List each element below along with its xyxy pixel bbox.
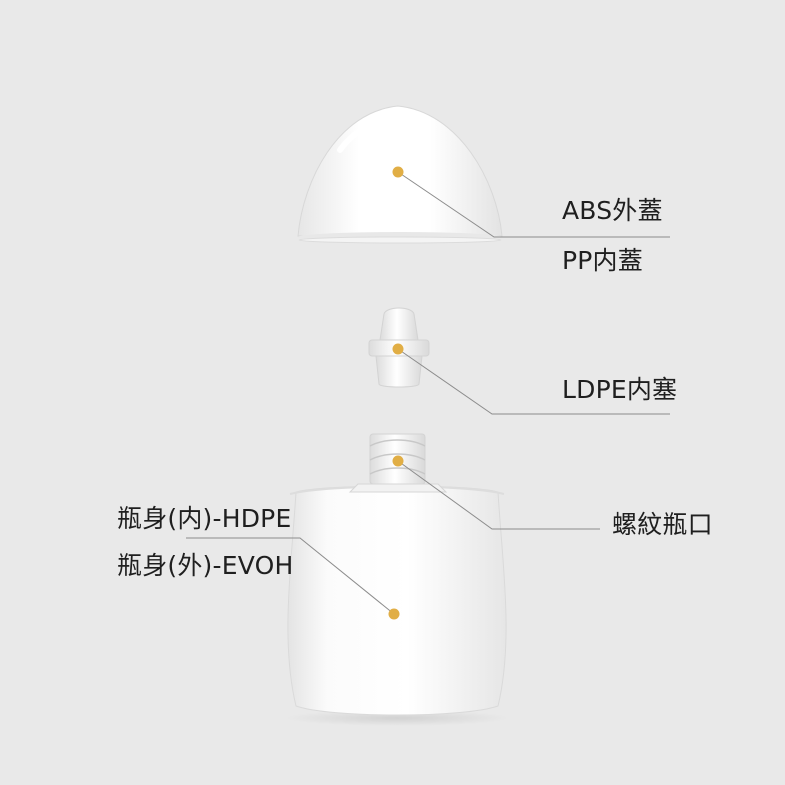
marker-dot-outer-cap bbox=[392, 166, 404, 178]
leader-line-neck bbox=[397, 460, 600, 530]
label-neck: 螺紋瓶口 bbox=[612, 510, 713, 539]
label-body-inner: 瓶身(内)-HDPE bbox=[117, 504, 292, 533]
leader-lines bbox=[186, 171, 670, 615]
leader-line-body bbox=[186, 537, 395, 615]
marker-dot-neck bbox=[392, 455, 404, 467]
leader-line-outer-cap bbox=[397, 171, 670, 238]
label-outer-cap: ABS外蓋 bbox=[562, 196, 663, 225]
leader-line-stopper bbox=[397, 348, 670, 415]
markers bbox=[388, 166, 404, 620]
marker-dot-stopper bbox=[392, 343, 404, 355]
label-stopper: LDPE内塞 bbox=[562, 375, 678, 404]
marker-dot-body bbox=[388, 608, 400, 620]
bottle-body bbox=[285, 485, 509, 726]
inner-cap bbox=[298, 236, 502, 244]
label-inner-cap: PP内蓋 bbox=[562, 246, 643, 275]
label-body-outer: 瓶身(外)-EVOH bbox=[117, 551, 294, 580]
threaded-neck bbox=[348, 433, 448, 493]
